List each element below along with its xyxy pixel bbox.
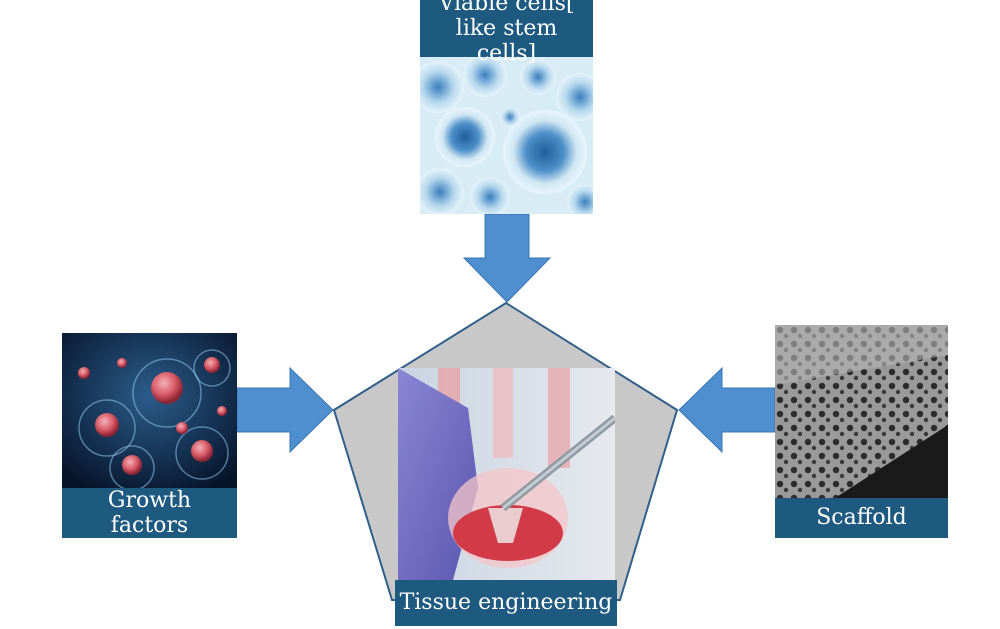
stem-cells-illustration: [420, 57, 593, 214]
arrow-down-cells: [462, 213, 552, 303]
cells-label-text: Viable cells[ like stem cells]: [438, 0, 575, 67]
tissue-engineering-label-text: Tissue engineering: [399, 590, 613, 616]
scaffold-label-text: Scaffold: [816, 505, 907, 531]
stem-cells-image: [420, 57, 593, 214]
scaffold-illustration: [775, 325, 948, 498]
growth-factors-image: [62, 333, 237, 488]
scaffold-image: [775, 325, 948, 498]
growth-factors-illustration: [62, 333, 237, 488]
cells-label: Viable cells[ like stem cells]: [420, 0, 593, 66]
growth-factors-label: Growth factors: [62, 488, 237, 538]
tissue-engineering-image: [398, 368, 615, 580]
tissue-engineering-label: Tissue engineering: [395, 580, 617, 626]
arrow-left-scaffold: [678, 366, 776, 454]
lab-pipette-illustration: [398, 368, 615, 580]
growth-factors-label-text: Growth factors: [107, 487, 192, 538]
scaffold-label: Scaffold: [775, 498, 948, 538]
arrow-right-growth-factors: [236, 366, 334, 454]
